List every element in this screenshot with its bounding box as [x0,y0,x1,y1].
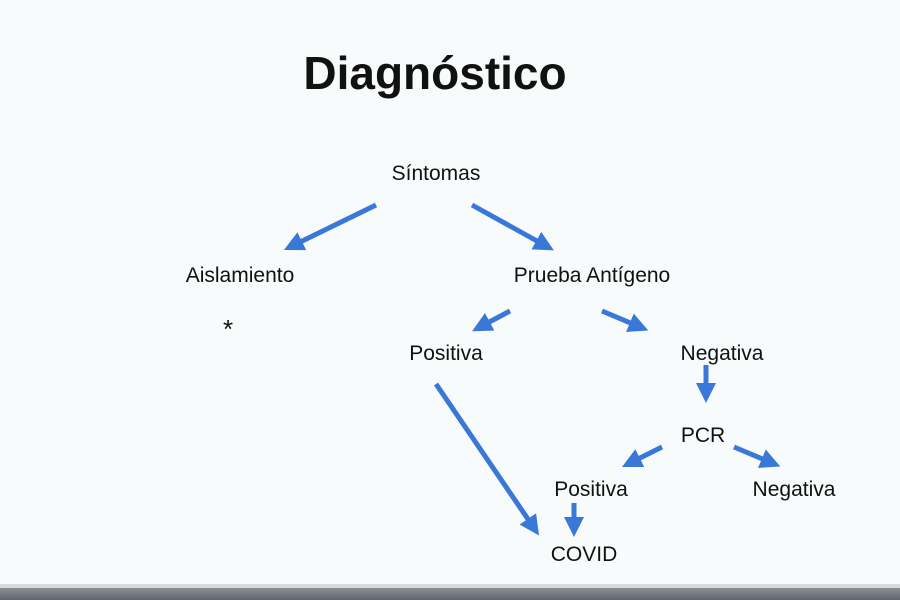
node-negativa-antigeno: Negativa [680,342,764,365]
arrow-prueba-positiva [472,308,512,332]
node-positiva-pcr: Positiva [554,478,628,501]
bottom-bar [0,588,900,600]
arrow-pcr-negativa [733,444,781,468]
page-title: Diagnóstico [303,47,567,99]
node-aislamiento: Aislamiento [185,264,295,287]
node-negativa-pcr: Negativa [752,478,836,501]
arrow-pcr-positiva [621,444,664,468]
node-covid: COVID [550,543,618,566]
arrow-sintomas-prueba [470,202,554,251]
arrow-sintomas-aislamiento [283,202,378,251]
arrow-positiva-covid [433,382,540,536]
arrow-prueba-negativa [601,308,649,332]
node-pcr: PCR [680,424,726,447]
divider [0,584,900,588]
node-prueba-antigeno: Prueba Antígeno [513,264,671,287]
node-positiva-antigeno: Positiva [409,342,483,365]
asterisk-note: * [222,314,234,344]
node-sintomas: Síntomas [391,162,481,185]
